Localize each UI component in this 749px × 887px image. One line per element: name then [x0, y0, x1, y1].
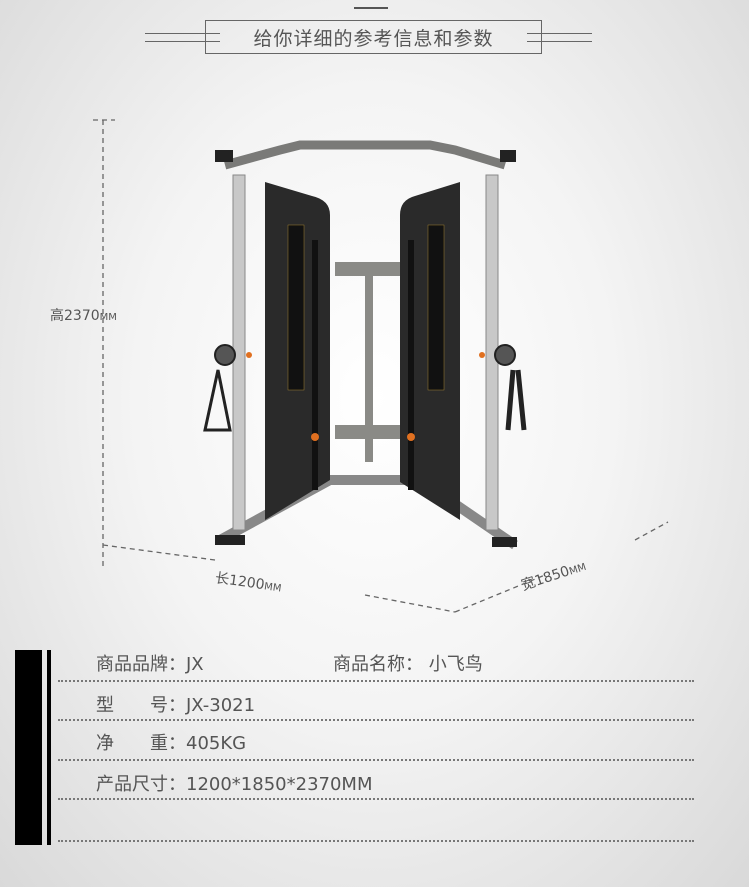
spec-weight: 净 重：405KG [96, 733, 247, 754]
spec-side-bar [15, 650, 42, 845]
divider [58, 719, 694, 721]
product-illustration [93, 119, 669, 613]
height-dimension: 高2370MM [50, 308, 117, 324]
section-title-text: 给你详细的参考信息和参数 [253, 27, 494, 50]
divider [58, 840, 694, 842]
header-top-dash [354, 7, 388, 9]
section-title: 给你详细的参考信息和参数 [205, 20, 542, 54]
spec-size: 产品尺寸：1200*1850*2370MM [96, 774, 373, 795]
header-left-line [145, 41, 220, 42]
spec-model: 型 号：JX-3021 [96, 695, 256, 716]
header-right-line [527, 33, 592, 34]
divider [58, 759, 694, 761]
spec-brand: 商品品牌：JX [96, 654, 204, 675]
divider [58, 680, 694, 682]
spec-side-line [47, 650, 51, 845]
header-left-line [145, 33, 220, 34]
divider [58, 798, 694, 800]
dimension-lines [93, 119, 669, 613]
header-right-line [527, 41, 592, 42]
cable-machine [203, 140, 527, 550]
spec-product-name: 商品名称： 小飞鸟 [333, 654, 483, 675]
